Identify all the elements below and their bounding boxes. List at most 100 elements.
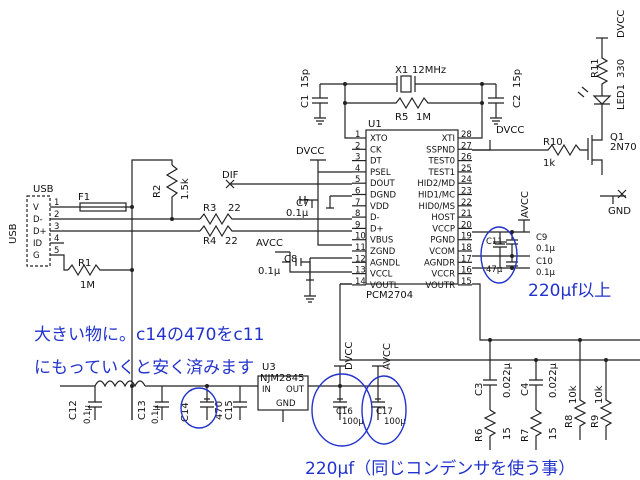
r2-value: 1.5k bbox=[180, 178, 191, 200]
r6-value: 15 bbox=[502, 427, 513, 440]
c2-value: 15p bbox=[512, 69, 523, 88]
u1-left-pin-number: 7 bbox=[355, 198, 360, 208]
annotation-circle-c11 bbox=[480, 226, 518, 284]
u1-left-pin-number: 3 bbox=[355, 153, 360, 163]
dif-net: DIF bbox=[222, 170, 352, 189]
c17-value: 100μ bbox=[384, 417, 406, 427]
u1-right-pin-number: 25 bbox=[461, 164, 472, 174]
c1-value: 15p bbox=[300, 69, 311, 88]
r4-value: 22 bbox=[225, 236, 238, 247]
u1-right-pin-number: 17 bbox=[461, 254, 472, 264]
u1-right-pin-name: TEST1 bbox=[427, 168, 455, 178]
u1-left-pin-name: CK bbox=[370, 145, 382, 155]
u1-right-pin-name: HID1/MC bbox=[418, 191, 455, 201]
u3-gnd: GND bbox=[276, 399, 296, 409]
r10-name: R10 bbox=[543, 137, 563, 148]
dvcc-label-4: DVCC bbox=[344, 342, 355, 370]
r6-name: R6 bbox=[474, 429, 485, 442]
u1-left-pin-number: 10 bbox=[355, 232, 366, 242]
c3-name: C3 bbox=[474, 383, 485, 396]
c1-name: C1 bbox=[300, 95, 311, 108]
resistor-r4: R4 22 bbox=[199, 224, 352, 247]
c11-name: C11 bbox=[486, 237, 503, 247]
u1-left-pin-name: DT bbox=[370, 157, 383, 167]
usb-pin-g: G bbox=[33, 251, 40, 261]
ic-u1: U1 PCM2704 bbox=[365, 119, 459, 301]
dvcc-label-1: DVCC bbox=[296, 146, 324, 157]
u1-right-pin-number: 20 bbox=[461, 220, 472, 230]
fuse-f1: F1 bbox=[78, 192, 127, 212]
c13-value: 0.1μ bbox=[151, 404, 161, 424]
regulator-u3: U3 NJM2845 IN OUT GND bbox=[257, 362, 309, 411]
c13-name: C13 bbox=[137, 400, 148, 420]
c11-value: 47μ bbox=[486, 265, 503, 275]
u1-left-pin-number: 5 bbox=[355, 175, 360, 185]
u1-left-pin-number: 4 bbox=[355, 164, 360, 174]
c3-value: 0.022μ bbox=[502, 362, 513, 398]
dif-label: DIF bbox=[222, 170, 239, 181]
u1-left-pin-name: VOUTL bbox=[370, 281, 399, 291]
c10-value: 0.1μ bbox=[536, 268, 556, 278]
avcc-label-1: AVCC bbox=[256, 238, 283, 249]
dvcc-net-top: DVCC bbox=[596, 10, 627, 39]
u1-left-pin-number: 8 bbox=[355, 209, 360, 219]
usb-num-4: 4 bbox=[54, 234, 59, 244]
resistor-r7: R7 15 bbox=[520, 409, 559, 450]
capacitor-c13: C13 0.1μ bbox=[137, 386, 169, 424]
capacitor-c12: C12 0.1μ bbox=[68, 386, 102, 424]
avcc-net-left: AVCC bbox=[256, 238, 352, 273]
c14-value: 470 bbox=[214, 401, 225, 420]
r11-value: 330 bbox=[616, 59, 627, 78]
c16-name: C16 bbox=[336, 407, 353, 417]
c16-value: 100μ bbox=[342, 417, 364, 427]
q1-value: 2N70 bbox=[610, 142, 637, 153]
u3-part: NJM2845 bbox=[260, 373, 305, 384]
c4-value: 0.022μ bbox=[548, 362, 559, 398]
u1-left-pin-number: 1 bbox=[355, 130, 360, 140]
c7-name: C7 bbox=[296, 198, 309, 209]
u1-right-pin-number: 24 bbox=[461, 175, 472, 185]
u1-name: U1 bbox=[368, 119, 382, 130]
r10-value: 1k bbox=[543, 158, 555, 169]
c8-value: 0.1μ bbox=[258, 266, 281, 277]
dvcc-label-2: DVCC bbox=[496, 125, 524, 136]
c8-name: C8 bbox=[284, 254, 297, 265]
r3-value: 22 bbox=[228, 203, 241, 214]
annotation-circle-c17 bbox=[361, 375, 407, 445]
c9-name: C9 bbox=[536, 233, 547, 243]
u1-right-pin-name: VCCR bbox=[431, 270, 455, 280]
capacitor-c1: C1 15p bbox=[300, 69, 328, 125]
r11-name: R11 bbox=[590, 58, 601, 78]
capacitor-c2: C2 15p bbox=[488, 69, 523, 125]
capacitor-c16: C16 100μ bbox=[333, 386, 364, 427]
dvcc-net-bottom: DVCC bbox=[334, 342, 355, 386]
capacitor-c9: C9 0.1μ bbox=[506, 232, 556, 256]
capacitor-c17: C17 100μ bbox=[371, 386, 406, 427]
u1-left-pin-name: DGND bbox=[370, 191, 396, 201]
c14-name: C14 bbox=[180, 402, 191, 422]
c17-name: C17 bbox=[376, 407, 393, 417]
u1-right-pin-name: VCOM bbox=[429, 247, 455, 257]
avcc-net-right: AVCC bbox=[472, 191, 531, 269]
resistor-r6: R6 15 bbox=[474, 409, 513, 450]
usb-num-5: 5 bbox=[54, 246, 59, 256]
x1-name: X1 bbox=[395, 65, 408, 76]
u1-right-pin-number: 23 bbox=[461, 187, 472, 197]
capacitor-c7: C7 0.1μ bbox=[286, 196, 318, 219]
resistor-r2: R2 1.5k bbox=[152, 164, 191, 207]
u1-right-pin-name: PGND bbox=[430, 236, 455, 246]
u1-left-pin-name: ZGND bbox=[370, 247, 396, 257]
u1-left-pin-number: 9 bbox=[355, 220, 360, 230]
annotation-note-1: 220μf以上 bbox=[528, 281, 611, 301]
u1-left-pin-number: 12 bbox=[355, 254, 366, 264]
usb-num-3: 3 bbox=[54, 222, 59, 232]
dvcc-net-left: DVCC bbox=[296, 146, 352, 246]
resistor-r3: R3 22 bbox=[199, 203, 352, 226]
r4-name: R4 bbox=[203, 236, 216, 247]
c2-name: C2 bbox=[512, 95, 523, 108]
c12-value: 0.1μ bbox=[83, 404, 93, 424]
u1-right-pin-number: 19 bbox=[461, 232, 472, 242]
r7-value: 15 bbox=[548, 427, 559, 440]
